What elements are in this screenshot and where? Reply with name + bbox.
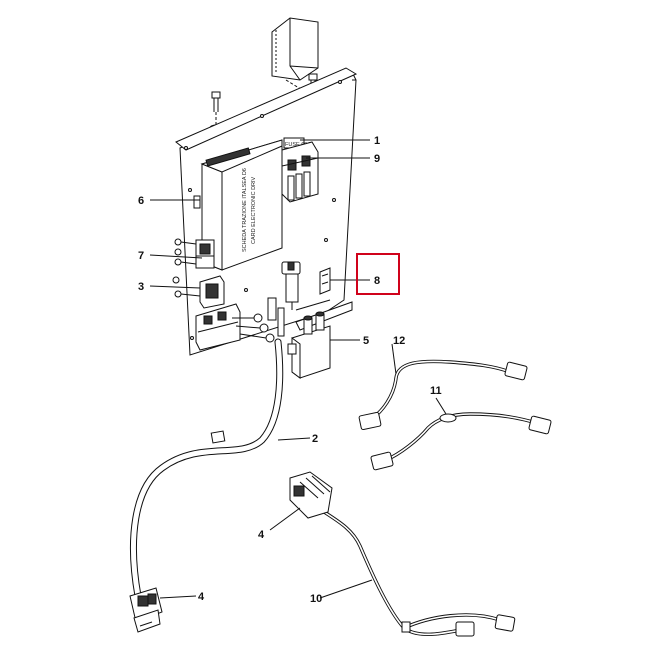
fuse-tag: FUSE 60A — [285, 142, 311, 148]
harness-10 — [316, 506, 516, 637]
callout-11: 11 — [430, 385, 442, 397]
callout-6: 6 — [138, 195, 144, 207]
center-bolts — [232, 297, 285, 343]
harness-11 — [370, 412, 552, 471]
callout-1: 1 — [374, 135, 380, 147]
contactor — [287, 299, 331, 379]
callout-4-upper: 4 — [258, 529, 265, 541]
card-label-line1: SCHEDA TRAZIONE ITALSEA D6 — [242, 168, 248, 252]
side-connector — [174, 238, 215, 269]
terminal-bracket — [319, 267, 331, 295]
fuse-relay-block: FUSE 60A — [281, 137, 319, 203]
top-cover-block — [271, 17, 319, 81]
cable-connector-bottom — [129, 587, 163, 633]
main-cable-harness — [130, 338, 284, 600]
card-label-line2: CARD ELECTRONIC DRIV — [251, 176, 257, 244]
callout-7: 7 — [138, 250, 144, 262]
callout-2: 2 — [312, 433, 318, 445]
callout-10: 10 — [310, 593, 322, 605]
callout-4-lower: 4 — [198, 591, 205, 603]
inline-fuse-holder — [281, 261, 301, 310]
callout-12: 12 — [393, 335, 405, 347]
highlight-box-part-8 — [356, 253, 400, 295]
callout-3: 3 — [138, 281, 144, 293]
callout-5: 5 — [363, 335, 369, 347]
leader-lines — [149, 139, 447, 599]
callout-labels: 1 9 6 7 3 8 5 12 11 2 4 10 4 — [138, 135, 442, 605]
harness-12 — [358, 359, 528, 431]
callout-8: 8 — [374, 275, 380, 287]
relay — [172, 275, 225, 309]
lower-bracket — [195, 303, 241, 351]
harness-connector-top — [289, 471, 333, 519]
callout-9: 9 — [374, 153, 380, 165]
